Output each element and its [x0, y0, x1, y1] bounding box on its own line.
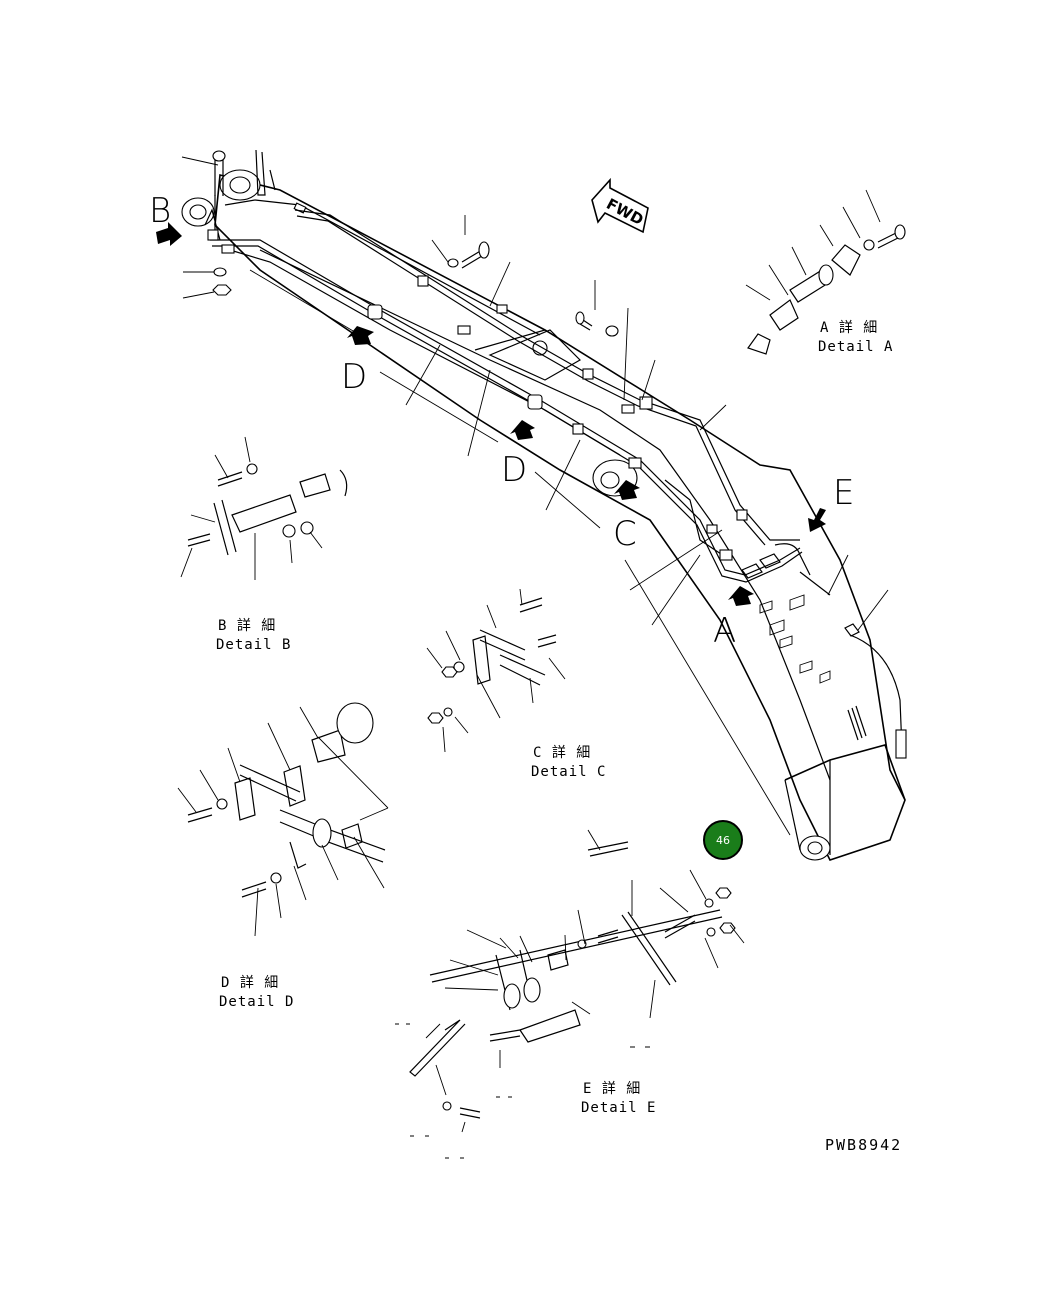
callout-circle[interactable] — [703, 820, 743, 860]
callout-label[interactable]: 46 — [716, 834, 730, 847]
arrow-d2-icon — [510, 420, 535, 440]
detail-e-title-jp: E 詳 細 — [583, 1081, 641, 1097]
detail-a-title-en: Detail A — [818, 339, 893, 355]
view-letter-e: E — [833, 473, 854, 513]
foot-hardware — [212, 149, 276, 296]
detail-b-title-en: Detail B — [216, 637, 291, 653]
boom-assembly — [181, 169, 906, 861]
detail-d: D 詳 細 Detail D — [177, 702, 389, 1010]
fwd-label: FWD — [603, 195, 646, 229]
leader-lines-main — [181, 156, 889, 836]
detail-d-title-en: Detail D — [219, 994, 294, 1010]
view-letter-d1: D — [341, 357, 367, 397]
main-view-bolts — [447, 241, 619, 337]
detail-e: E 詳 細 Detail E — [409, 829, 745, 1133]
detail-e-title-en: Detail E — [581, 1100, 656, 1116]
detail-c: C 詳 細 Detail C — [426, 588, 606, 780]
detail-a-title-jp: A 詳 細 — [820, 320, 878, 336]
detail-b-title-jp: B 詳 細 — [218, 618, 276, 634]
hydraulic-lines — [204, 195, 907, 759]
arrow-b-icon — [156, 222, 182, 246]
drawing-code: PWB8942 — [825, 1136, 902, 1154]
detail-d-title-jp: D 詳 細 — [221, 975, 279, 991]
arrow-e-icon — [808, 508, 826, 532]
arrow-c-icon — [614, 480, 640, 500]
detail-e-dashes — [395, 1023, 650, 1159]
view-letters: B D D C A E — [149, 191, 854, 651]
callout-badge-46[interactable]: 46 — [703, 820, 743, 860]
detail-a: A 詳 細 Detail A — [745, 189, 906, 355]
arrow-a-icon — [728, 586, 754, 606]
view-letter-a: A — [713, 611, 736, 651]
view-arrows — [156, 222, 826, 606]
detail-c-title-en: Detail C — [531, 764, 606, 780]
view-letter-b: B — [149, 191, 171, 231]
detail-b: B 詳 細 Detail B — [180, 436, 348, 653]
view-letter-d2: D — [501, 450, 527, 490]
fwd-direction-indicator: FWD — [591, 177, 649, 234]
detail-c-title-jp: C 詳 細 — [533, 745, 591, 761]
view-letter-c: C — [613, 514, 637, 554]
